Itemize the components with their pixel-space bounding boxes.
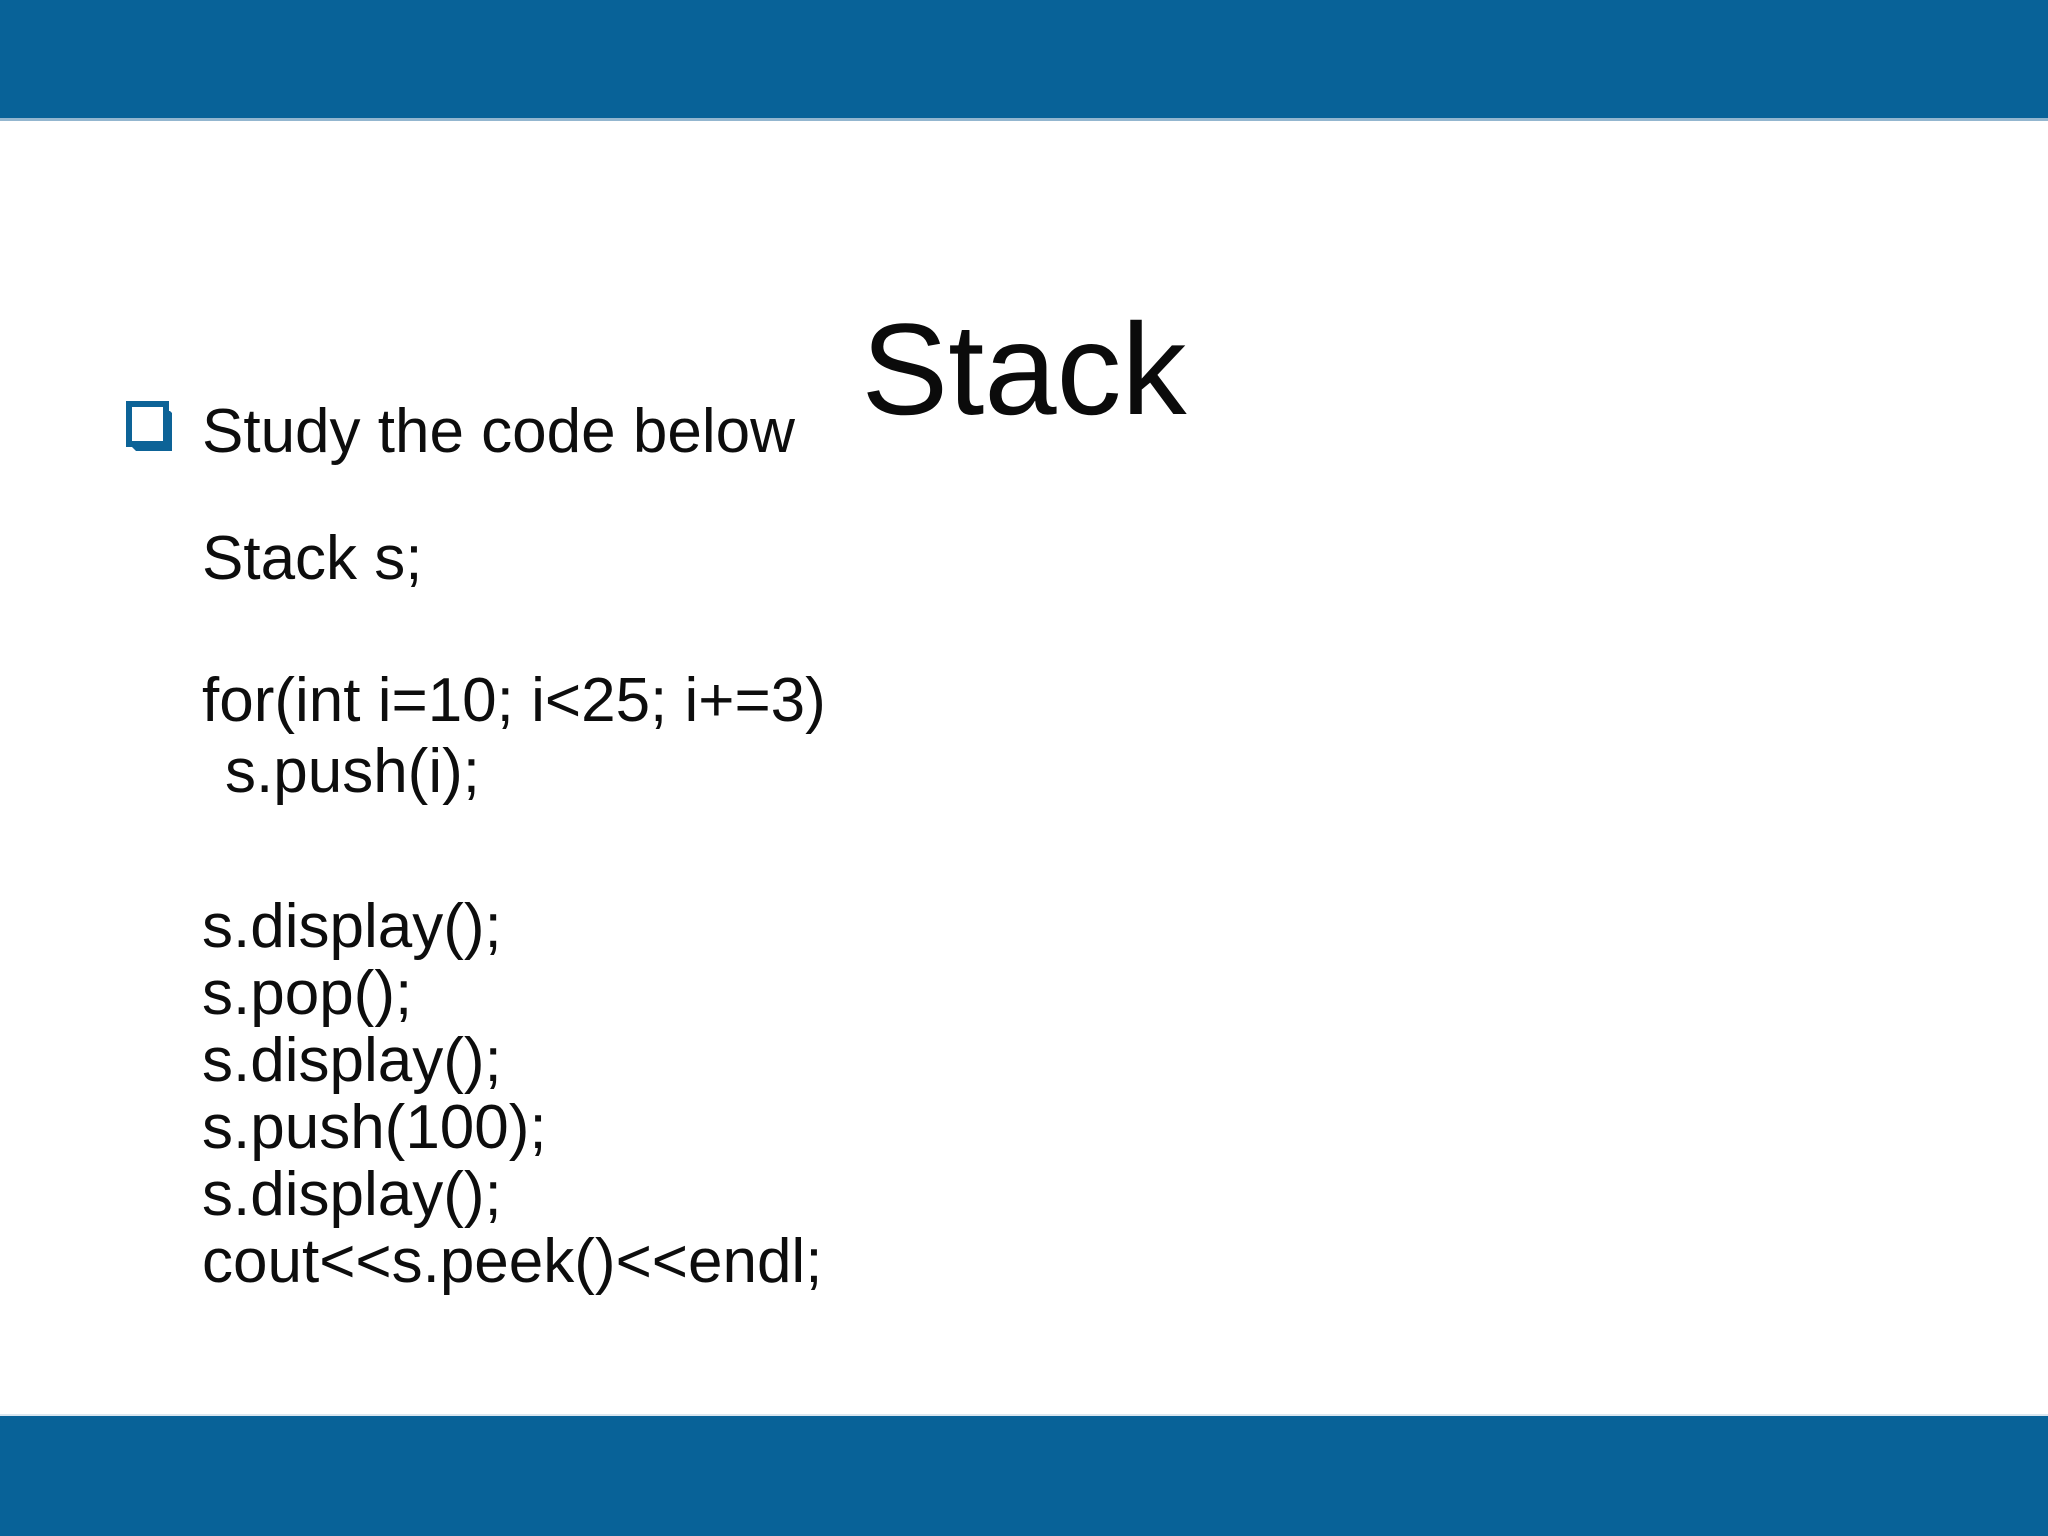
code-line: s.push(100); [202, 1093, 547, 1162]
code-line: for(int i=10; i<25; i+=3) [202, 666, 826, 735]
code-line: s.push(i); [225, 737, 480, 806]
code-line: cout<<s.peek()<<endl; [202, 1227, 823, 1296]
slide-title: Stack [861, 296, 1187, 443]
bullet-text: Study the code below [202, 397, 795, 466]
code-line: s.display(); [202, 892, 502, 961]
bottom-accent-bar [0, 1414, 2048, 1536]
code-line: Stack s; [202, 524, 423, 593]
code-line: s.display(); [202, 1026, 502, 1095]
code-block: s.display(); s.pop(); s.display(); s.pus… [202, 893, 822, 1295]
bullet-line: Study the code below [126, 398, 795, 465]
shadowed-square-bullet-icon [126, 401, 172, 451]
code-line: s.pop(); [202, 959, 413, 1028]
code-line: s.display(); [202, 1160, 502, 1229]
top-accent-bar [0, 0, 2048, 121]
